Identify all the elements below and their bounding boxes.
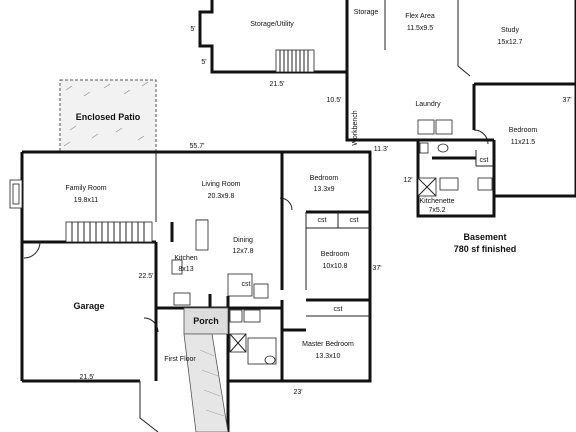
garage-door-swing xyxy=(23,241,41,259)
basement-caption-sub: 780 sf finished xyxy=(454,244,517,254)
dim-5-lower: 5' xyxy=(201,59,206,66)
dim-12: 12' xyxy=(403,177,412,184)
flex-area-label: Flex Area xyxy=(405,13,435,20)
kitchen-stove xyxy=(173,292,191,306)
walkway-texture xyxy=(199,349,225,417)
dim-21-5: 21.5' xyxy=(270,81,285,88)
patio-texture xyxy=(63,81,149,147)
cst-label-3: cst xyxy=(242,281,251,288)
shower xyxy=(419,142,429,154)
bedroom-1-size: 13.3x9 xyxy=(313,186,334,193)
living-room-label: Living Room xyxy=(202,181,241,188)
enclosed-patio xyxy=(59,79,157,153)
dim-10-5: 10.5' xyxy=(327,97,342,104)
kitchen-island xyxy=(195,219,209,251)
bedroom-1-label: Bedroom xyxy=(310,175,339,182)
bedroom1-door xyxy=(279,197,293,211)
dim-11-3: 11.3' xyxy=(374,146,388,153)
hall-toilet xyxy=(229,309,243,323)
master-toilet xyxy=(264,355,276,365)
washer xyxy=(417,119,435,135)
kitchenette-label: Kitchenette xyxy=(419,198,454,205)
flex-area-size: 11.5x9.5 xyxy=(407,25,433,32)
basement-bedroom-size: 11x21.5 xyxy=(511,139,535,146)
basement-cst-label: cst xyxy=(480,157,489,164)
master-bedroom-label: Master Bedroom xyxy=(302,341,354,348)
first-floor-outline xyxy=(139,381,159,432)
toilet xyxy=(437,143,449,153)
main-stairs xyxy=(65,221,153,243)
workbench-label: Workbench xyxy=(352,110,359,145)
study-size: 15x12.7 xyxy=(498,39,523,46)
walkway xyxy=(183,333,229,432)
basement-outer-wall xyxy=(198,0,576,218)
porch-label: Porch xyxy=(193,316,219,326)
dim-5-upper: 5' xyxy=(190,26,195,33)
kitchenette-sink xyxy=(477,177,493,191)
storage-label: Storage xyxy=(354,9,379,16)
fireplace-hearth xyxy=(12,183,20,205)
kitchenette-size: 7x5.2 xyxy=(428,207,445,214)
dining-size: 12x7.8 xyxy=(232,248,253,255)
dim-21-5-garage: 21.5' xyxy=(80,374,95,381)
kitchen-size: 8x13 xyxy=(178,266,193,273)
first-floor-label: First Floor xyxy=(164,356,196,363)
dining-table xyxy=(227,273,253,297)
dim-23: 23' xyxy=(293,389,302,396)
cst-label-4: cst xyxy=(334,306,343,313)
garage-label: Garage xyxy=(73,301,104,311)
basement-stairs xyxy=(275,49,315,73)
living-room-size: 20.3x9.8 xyxy=(208,193,235,200)
bedroom-2-label: Bedroom xyxy=(321,251,350,258)
dim-37-basement: 37' xyxy=(562,97,571,104)
laundry-label: Laundry xyxy=(415,101,441,108)
study-label: Study xyxy=(501,27,519,34)
house-outer-wall xyxy=(22,150,372,432)
storage-utility-label: Storage/Utility xyxy=(250,21,294,28)
first-floor-plan: Enclosed Patio xyxy=(9,79,382,432)
dryer xyxy=(435,119,453,135)
bedroom-2-size: 10x10.8 xyxy=(323,263,348,270)
dim-55-7: 55.7' xyxy=(190,143,205,150)
family-room-label: Family Room xyxy=(65,185,106,192)
basement-plan: Storage/Utility Storage Flex Area 11.5x9… xyxy=(190,0,576,254)
stove xyxy=(439,177,459,191)
master-bedroom-size: 13.3x10 xyxy=(316,353,341,360)
dim-22-5: 22.5' xyxy=(139,273,154,280)
dining-label: Dining xyxy=(233,237,253,244)
bedroom-door-swing xyxy=(473,129,489,145)
hall-sink xyxy=(243,309,261,323)
dim-37-upper: 37' xyxy=(372,265,381,272)
enclosed-patio-label: Enclosed Patio xyxy=(76,112,141,122)
dining-cabinet xyxy=(253,283,269,299)
kitchen-label: Kitchen xyxy=(174,255,197,262)
basement-bedroom-label: Bedroom xyxy=(509,127,538,134)
study-wall xyxy=(457,0,471,77)
front-door-swing xyxy=(143,317,159,333)
kitchen-sink xyxy=(171,259,183,275)
cst-label-1: cst xyxy=(318,217,327,224)
cst-label-2: cst xyxy=(350,217,359,224)
family-room-size: 19.8x11 xyxy=(74,197,98,204)
basement-caption-title: Basement xyxy=(463,232,506,242)
